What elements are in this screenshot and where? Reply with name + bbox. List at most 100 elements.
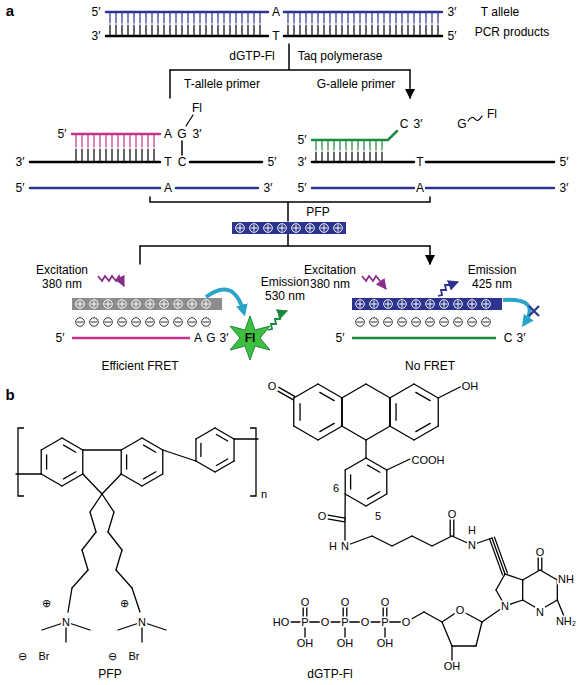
atom-label: NH₂: [555, 616, 577, 627]
stroke: [357, 141, 358, 150]
stroke: [327, 152, 328, 161]
stroke: [287, 25, 288, 35]
stroke: [145, 25, 146, 35]
annotation-text: Excitation: [35, 264, 89, 276]
pfp-bar: [352, 298, 502, 310]
stroke: [193, 13, 194, 23]
polymer-bracket: [18, 428, 256, 496]
stroke: [247, 25, 248, 35]
stroke: [357, 322, 363, 323]
stroke: [41, 438, 62, 450]
stroke: [427, 322, 433, 323]
stroke: [311, 13, 312, 23]
stroke: [419, 13, 420, 23]
stroke: [117, 135, 118, 147]
atom-label: N: [137, 617, 147, 628]
stroke: [425, 13, 426, 23]
annotation-text: Fl: [191, 102, 203, 114]
atom-label: P: [300, 617, 309, 628]
charge-symbol: [320, 224, 329, 233]
stroke: [203, 322, 209, 323]
stroke: [366, 426, 390, 440]
stroke: [151, 25, 152, 35]
stroke: [395, 25, 396, 35]
stroke: [385, 322, 391, 323]
stroke: [117, 149, 118, 161]
charge-symbol: [412, 300, 421, 309]
stroke: [122, 301, 123, 307]
stroke: [127, 25, 128, 35]
stroke: [121, 438, 142, 450]
stroke: [93, 149, 94, 161]
stroke: [442, 622, 452, 646]
stroke: [338, 225, 339, 231]
atom-label: OH: [296, 638, 315, 649]
atom-label: 5: [374, 511, 382, 522]
charge-symbol: [90, 318, 99, 327]
charge-symbol: [76, 318, 85, 327]
charge-symbol: [426, 318, 435, 327]
annotation-text: 3′: [263, 182, 274, 194]
atom-label: O: [267, 381, 278, 392]
stroke: [254, 225, 255, 231]
charge-symbol: [306, 224, 315, 233]
stroke: [175, 13, 176, 23]
annotation-text: dGTP-Fl: [306, 668, 353, 680]
stroke: [68, 588, 72, 612]
charge-symbol: [76, 300, 85, 309]
stroke: [293, 398, 294, 426]
charge-symbol: [188, 318, 197, 327]
stroke: [366, 494, 387, 506]
stroke: [141, 149, 142, 161]
stroke: [365, 440, 366, 458]
stroke: [206, 301, 207, 307]
stroke: [342, 398, 343, 426]
stroke: [187, 25, 188, 35]
annotation-text: G: [176, 128, 187, 140]
stroke: [372, 536, 392, 546]
fluorophore-label: Fl: [244, 332, 257, 344]
panel-letter: a: [5, 3, 15, 18]
stroke: [87, 135, 88, 147]
stroke: [102, 494, 114, 512]
stroke: [81, 149, 82, 161]
atom-label: OH: [336, 638, 355, 649]
stroke: [164, 301, 165, 307]
stroke: [192, 301, 193, 307]
charge-symbol: [468, 318, 477, 327]
annotation-text: C: [177, 156, 188, 168]
stroke: [294, 426, 318, 440]
charge-symbol: [118, 318, 127, 327]
stroke: [144, 472, 156, 479]
charge-symbol: [370, 300, 379, 309]
charge-symbol: [146, 300, 155, 309]
stroke: [333, 141, 334, 150]
annotation-text: G: [205, 332, 216, 344]
stroke: [345, 458, 366, 470]
stroke: [277, 391, 293, 400]
stroke: [413, 13, 414, 23]
stroke: [438, 398, 439, 426]
stroke: [41, 450, 42, 474]
stroke: [64, 472, 76, 479]
stroke: [199, 13, 200, 23]
atom-label: 6: [332, 483, 340, 494]
stroke: [315, 152, 316, 161]
atom-label: HO: [272, 617, 291, 628]
charge-symbol: [426, 300, 435, 309]
charge-symbol: [104, 318, 113, 327]
stroke: [458, 301, 459, 307]
charge-symbol: [454, 318, 463, 327]
stroke: [90, 512, 96, 532]
stroke: [93, 135, 94, 147]
stroke: [444, 301, 445, 307]
atom-label: O: [320, 617, 331, 628]
stroke: [196, 428, 215, 439]
annotation-text: 5′: [55, 332, 66, 344]
stroke: [333, 152, 334, 161]
stroke: [241, 13, 242, 23]
stroke: [259, 13, 260, 23]
stroke: [91, 322, 97, 323]
stroke: [62, 474, 83, 486]
